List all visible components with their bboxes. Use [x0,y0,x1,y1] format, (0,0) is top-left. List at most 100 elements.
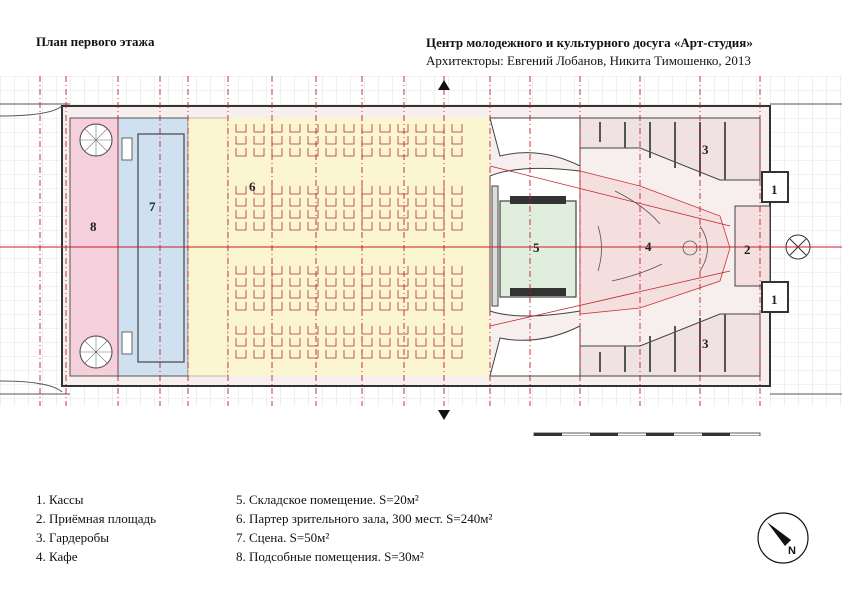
scale-bar [533,432,761,436]
project-header: Центр молодежного и культурного досуга «… [426,34,753,70]
seat [379,198,391,207]
seat [397,350,409,359]
seat [397,198,409,207]
seat [361,210,373,219]
seat [289,222,301,231]
seat [343,136,355,145]
seat [253,278,265,287]
room-4-cafe [579,170,731,315]
seat [343,210,355,219]
seat [325,278,337,287]
seat [343,326,355,335]
seat [325,210,337,219]
seat [343,338,355,347]
seat [415,326,427,335]
seat [379,326,391,335]
room-label-1-bottom: 1 [771,292,778,307]
seat [307,210,319,219]
section-marker-top [438,80,450,90]
seat [325,198,337,207]
seat [307,350,319,359]
seat [235,350,247,359]
seat [415,302,427,311]
seat [253,326,265,335]
seat [415,186,427,195]
seat [325,266,337,275]
seat [235,222,247,231]
seat [271,210,283,219]
seat [289,350,301,359]
seat [307,290,319,299]
seat [289,148,301,157]
seat [361,186,373,195]
legend-column-2: 5. Складское помещение. S=20м² 6. Партер… [236,490,492,566]
seat [451,290,463,299]
seat [271,278,283,287]
seat [451,302,463,311]
seat [379,350,391,359]
seat [235,290,247,299]
seat [289,302,301,311]
seat [343,124,355,133]
seat [415,266,427,275]
seat [397,338,409,347]
room-label-3-bottom: 3 [702,336,709,351]
seat [235,210,247,219]
room-5-storage [499,200,577,298]
legend-item: 6. Партер зрительного зала, 300 мест. S=… [236,511,493,526]
seat [289,136,301,145]
seat [289,266,301,275]
seat [379,186,391,195]
seat [325,136,337,145]
plan-title: План первого этажа [36,34,155,49]
seat [343,290,355,299]
seat [379,222,391,231]
cafe-furniture [597,190,708,282]
seat [307,338,319,347]
seat [451,210,463,219]
seat [451,124,463,133]
seat [325,222,337,231]
seat [361,326,373,335]
legend-item: 8. Подсобные помещения. S=30м² [236,549,424,564]
stair-top [489,117,581,167]
seat [271,222,283,231]
seat [253,266,265,275]
seat [325,302,337,311]
seat [397,266,409,275]
seat [307,124,319,133]
seat [289,124,301,133]
seat [325,338,337,347]
seat [397,278,409,287]
seat [271,266,283,275]
room-label-7: 7 [149,199,156,214]
seat [271,148,283,157]
cafe-axis-lines [489,165,731,327]
legend-item: 2. Приёмная площадь [36,511,157,526]
seat [397,326,409,335]
seat [415,124,427,133]
seat [289,198,301,207]
seat [289,210,301,219]
legend-item: 7. Сцена. S=50м² [236,530,330,545]
seat [361,266,373,275]
seat [433,136,445,145]
seat [325,124,337,133]
seat [433,222,445,231]
seat [307,186,319,195]
seat [451,338,463,347]
seat [379,290,391,299]
seat [397,148,409,157]
legend-item: 1. Кассы [36,492,84,507]
seat [415,222,427,231]
seat [433,338,445,347]
seat [235,326,247,335]
seat [307,266,319,275]
legend-item: 3. Гардеробы [36,530,110,545]
room-label-4: 4 [645,239,652,254]
seat [235,338,247,347]
legend-column-1: 1. Кассы 2. Приёмная площадь 3. Гардероб… [36,490,156,566]
seat [253,338,265,347]
seat [379,124,391,133]
seat [415,290,427,299]
